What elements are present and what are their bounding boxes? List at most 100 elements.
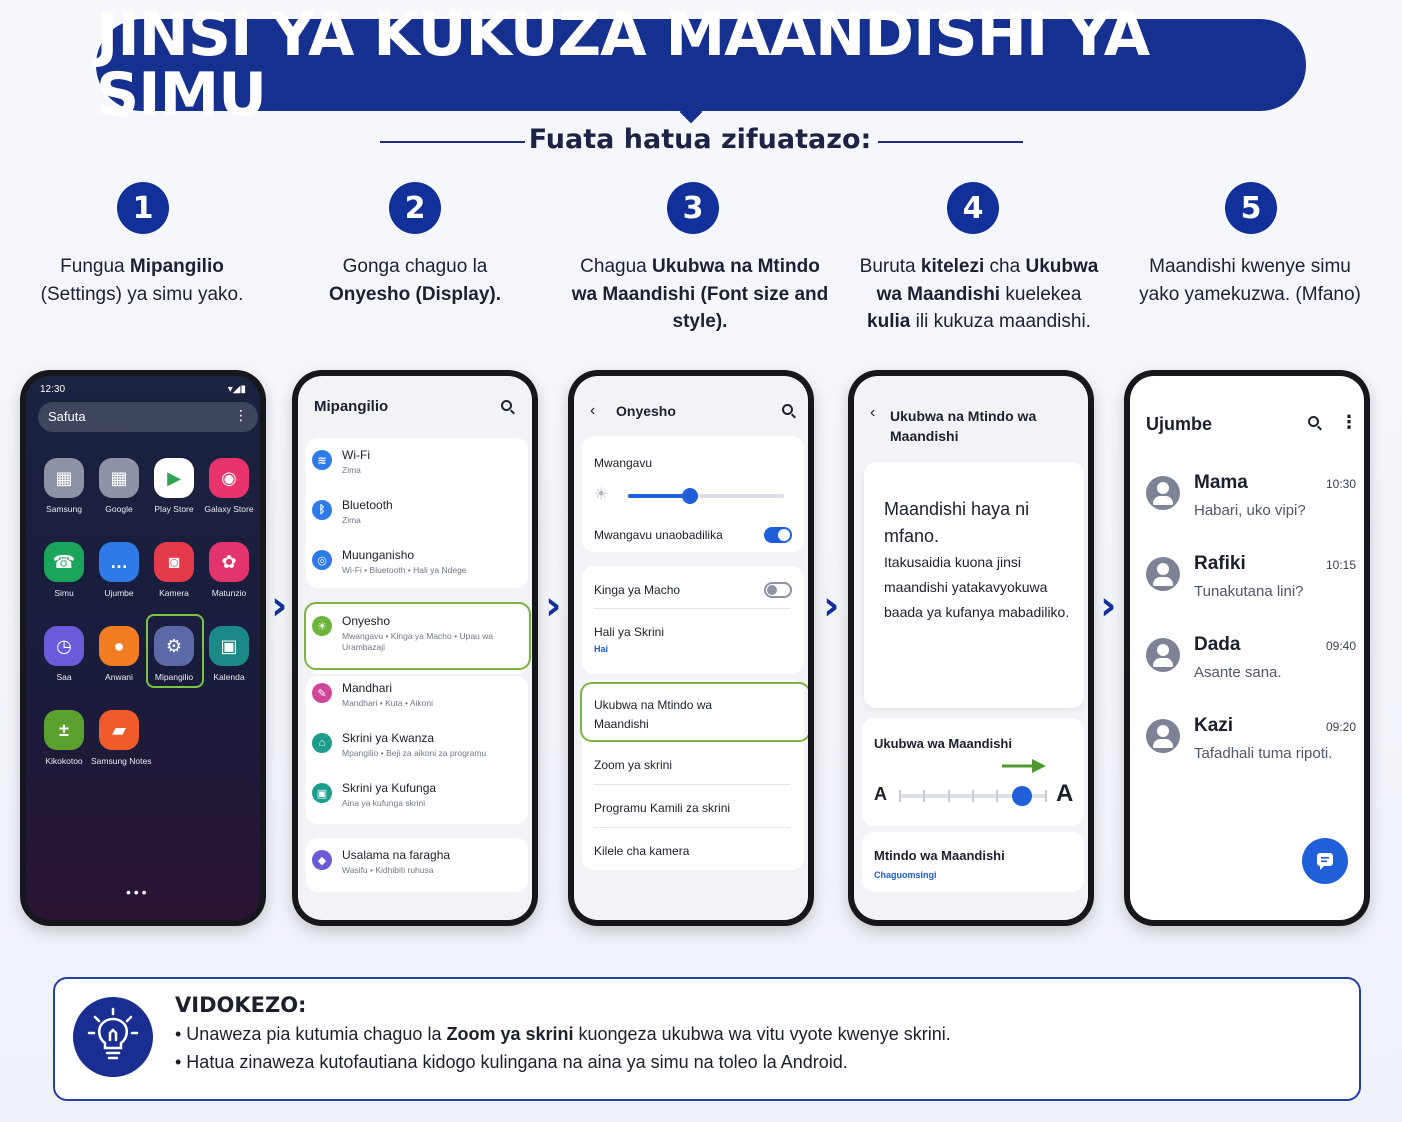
eye-comfort-toggle[interactable]: [764, 582, 792, 598]
size-small-label: A: [874, 784, 887, 804]
settings-item-subtitle: Mandhari • Kuta • Aikoni: [342, 698, 434, 708]
messages-title: Ujumbe: [1146, 414, 1213, 434]
settings-item-title: Muunganisho: [342, 548, 415, 562]
fullscreen-apps-item[interactable]: Programu Kamili za skrini: [594, 801, 731, 815]
calculator-icon: ±: [44, 710, 84, 750]
app-simu[interactable]: ☎Simu: [36, 542, 92, 598]
size-large-label: A: [1056, 780, 1074, 807]
slider-tick: [972, 790, 974, 802]
folder-icon: ▦: [99, 458, 139, 498]
step-3-number: 3: [667, 182, 719, 234]
style-value[interactable]: Chaguomsingi: [874, 870, 937, 880]
adaptive-brightness-label: Mwangavu unaobadilika: [594, 528, 723, 542]
back-icon[interactable]: ‹: [590, 402, 596, 419]
app-kikokotoo[interactable]: ±Kikokotoo: [36, 710, 92, 766]
compose-button[interactable]: [1302, 838, 1348, 884]
app-samsung-notes[interactable]: ▰Samsung Notes: [91, 710, 151, 766]
app-anwani[interactable]: ●Anwani: [91, 626, 147, 682]
step-3-text: Chagua Ukubwa na Mtindo wa Maandishi (Fo…: [570, 253, 830, 336]
notes-icon: ▰: [99, 710, 139, 750]
avatar: [1146, 476, 1180, 510]
settings-item-title: Skrini ya Kwanza: [342, 731, 435, 745]
search-icon[interactable]: [782, 404, 793, 415]
phone-1: 12:30 ▾◢▮ Safuta ⋮ ▦Samsung▦Google▶Play …: [20, 370, 266, 926]
settings-item-title: Usalama na faragha: [342, 848, 451, 862]
brightness-thumb[interactable]: [682, 488, 699, 504]
flower-icon: ✿: [209, 542, 249, 582]
app-label: Matunzio: [211, 588, 247, 598]
font-size-thumb[interactable]: [1011, 786, 1032, 806]
screen-mode-label[interactable]: Hali ya Skrini: [594, 625, 665, 639]
settings-card-4: [306, 838, 528, 892]
app-label: Google: [105, 504, 133, 514]
tips-icon-circle: [73, 997, 153, 1077]
chevron-right-icon: ›: [1100, 583, 1117, 629]
display-screen: ‹ Onyesho Mwangavu ☀ Mwangavu unaobadili…: [574, 376, 808, 920]
step-4-text-bold2: Ukubwa wa Maandishi: [876, 256, 1099, 305]
tip-1-a: • Unaweza pia kutumia chaguo la: [175, 1024, 447, 1044]
app-mipangilio[interactable]: ⚙Mipangilio: [146, 626, 202, 682]
app-galaxy-store[interactable]: ◉Galaxy Store: [201, 458, 257, 514]
adaptive-brightness-toggle[interactable]: [764, 527, 792, 543]
app-kalenda[interactable]: ▣Kalenda: [201, 626, 257, 682]
app-samsung[interactable]: ▦Samsung: [36, 458, 92, 514]
app-label: Kamera: [159, 588, 189, 598]
step-5-text: Maandishi kwenye simu yako yamekuzwa. (M…: [1139, 256, 1361, 305]
brightness-slider[interactable]: [628, 488, 784, 504]
app-play-store[interactable]: ▶Play Store: [146, 458, 202, 514]
brightness-fill: [628, 494, 691, 498]
home-icon: ⌂: [312, 733, 332, 753]
search-icon[interactable]: [1308, 416, 1319, 427]
preview-heading: Maandishi haya ni mfano.: [884, 499, 1030, 546]
settings-highlight: [146, 614, 204, 688]
step-1-text-b: (Settings) ya simu yako.: [40, 283, 244, 305]
message-time: 10:30: [1325, 477, 1356, 491]
settings-card-3: [306, 676, 528, 824]
more-icon[interactable]: ⋮: [234, 407, 248, 423]
step-1-number: 1: [117, 182, 169, 234]
font-size-slider[interactable]: [899, 786, 1047, 806]
app-matunzio[interactable]: ✿ Matunzio: [201, 542, 257, 598]
app-saa[interactable]: ◷Saa: [36, 626, 92, 682]
style-card: [862, 832, 1084, 892]
app-ujumbe[interactable]: …Ujumbe: [91, 542, 147, 598]
app-google[interactable]: ▦ Google: [91, 458, 147, 514]
sun-icon: ☀: [594, 486, 609, 503]
step-4-text-d: ili kukuza maandishi.: [910, 311, 1091, 332]
more-icon[interactable]: ⋮: [1340, 412, 1358, 432]
folder-icon: ▦: [44, 458, 84, 498]
lock-icon: ▣: [312, 783, 332, 803]
font-size-style-item[interactable]: Ukubwa na Mtindo wa Maandishi: [594, 698, 713, 731]
settings-item-subtitle: Zima: [342, 465, 361, 475]
back-icon[interactable]: ‹: [870, 404, 876, 421]
settings-item-subtitle: Mpangilio • Beji za aikoni za programu: [342, 748, 487, 758]
settings-item-subtitle: Zima: [342, 515, 361, 525]
search-bar[interactable]: Safuta ⋮: [38, 402, 258, 432]
slider-tick: [899, 790, 901, 802]
calendar-icon: ▣: [209, 626, 249, 666]
camera-cutout-item[interactable]: Kilele cha kamera: [594, 844, 690, 858]
screen-zoom-item[interactable]: Zoom ya skrini: [594, 758, 673, 772]
tip-1-bold: Zoom ya skrini: [446, 1024, 574, 1044]
title-banner: JINSI YA KUKUZA MAANDISHI YA SIMU: [96, 5, 1306, 125]
tips-panel: [53, 977, 1361, 1101]
slider-tick: [947, 790, 950, 802]
tip-2: • Hatua zinaweza kutofautiana kidogo kul…: [175, 1052, 848, 1072]
search-icon[interactable]: [501, 400, 512, 411]
app-kamera[interactable]: ◙Kamera: [146, 542, 202, 598]
avatar: [1146, 638, 1180, 672]
